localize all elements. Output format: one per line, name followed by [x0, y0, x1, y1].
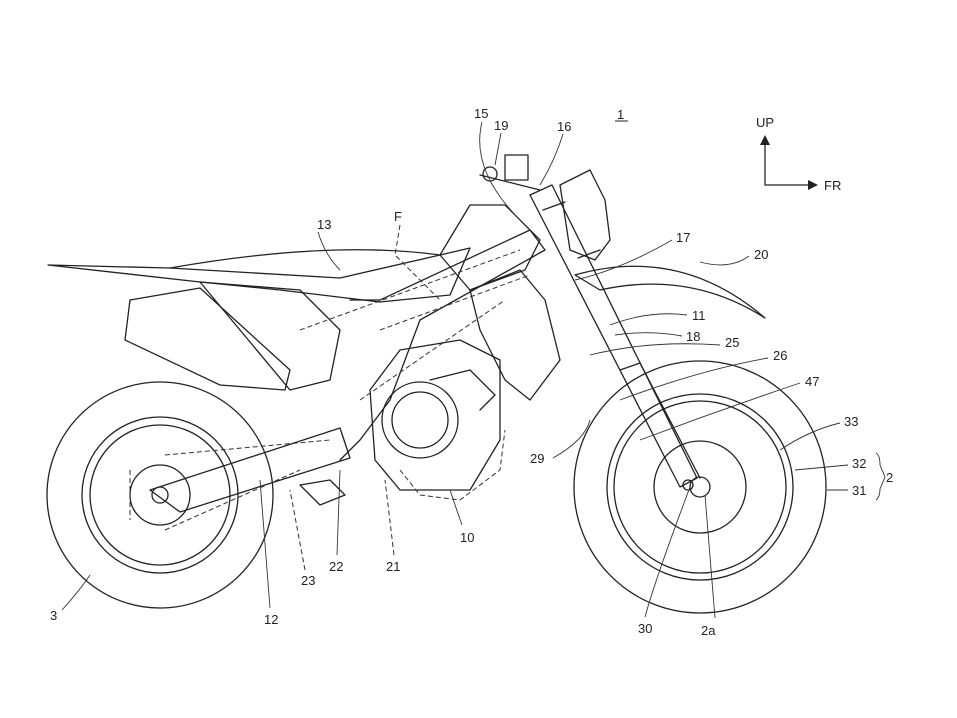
direction-front: FR: [824, 178, 841, 193]
label-47: 47: [805, 374, 819, 389]
label-22: 22: [329, 559, 343, 574]
frame: [339, 229, 546, 461]
label-19: 19: [494, 118, 508, 133]
direction-up: UP: [756, 115, 774, 130]
label-11: 11: [692, 308, 706, 323]
rear-wheel: [46, 381, 274, 609]
label-2: 2: [886, 470, 893, 485]
direction-indicator: [760, 135, 818, 190]
label-23: 23: [301, 573, 315, 588]
label-F: F: [394, 209, 402, 224]
muffler: [124, 287, 291, 391]
label-15: 15: [474, 106, 488, 121]
label-21: 21: [386, 559, 400, 574]
label-30: 30: [638, 621, 652, 636]
label-25: 25: [725, 335, 739, 350]
label-18: 18: [686, 329, 700, 344]
label-17: 17: [676, 230, 690, 245]
label-20: 20: [754, 247, 768, 262]
front-wheel: [573, 360, 827, 614]
label-3: 3: [50, 608, 57, 623]
label-10: 10: [460, 530, 474, 545]
engine: [369, 339, 506, 501]
label-31: 31: [852, 483, 866, 498]
handlebar: [479, 154, 541, 191]
label-12: 12: [264, 612, 278, 627]
label-16: 16: [557, 119, 571, 134]
swingarm: [149, 427, 351, 513]
label-32: 32: [852, 456, 866, 471]
headlight-plate: [559, 169, 611, 261]
reference-numeral-1: 1: [617, 107, 624, 122]
label-13: 13: [317, 217, 331, 232]
front-fender: [574, 265, 766, 319]
label-2a: 2a: [701, 623, 716, 638]
rear-fender-seat: [47, 247, 471, 303]
label-29: 29: [530, 451, 544, 466]
front-fork: [529, 184, 701, 488]
leader-lines: [61, 121, 886, 619]
label-33: 33: [844, 414, 858, 429]
label-26: 26: [773, 348, 787, 363]
